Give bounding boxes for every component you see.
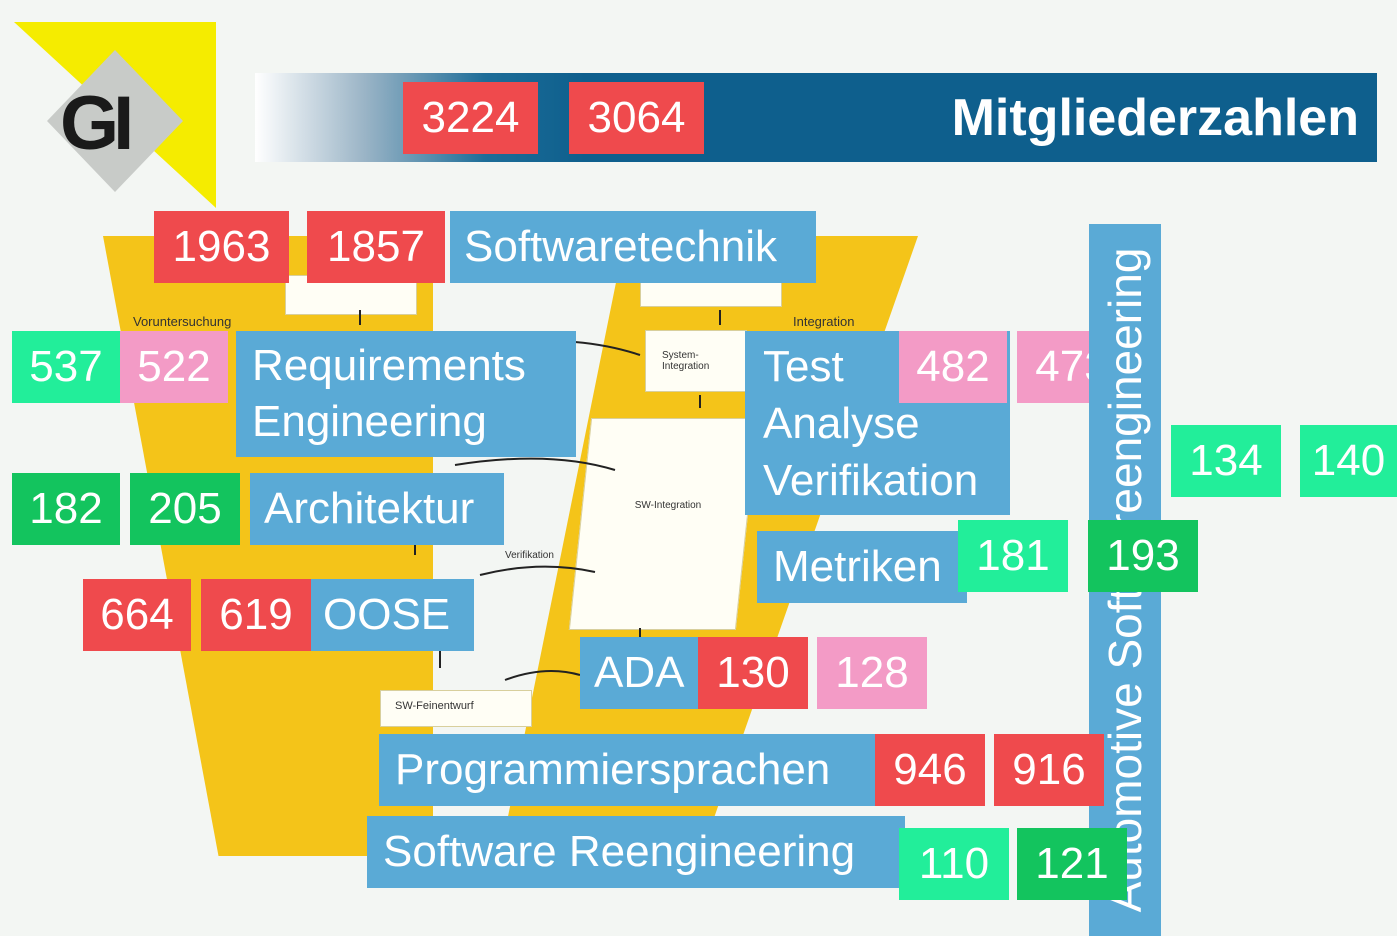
architektur-label: Architektur <box>250 473 504 545</box>
header-number-1: 3224 <box>403 82 538 154</box>
v-model-label: SW-Feinentwurf <box>395 700 474 712</box>
test-label-line-1: Test <box>763 341 844 391</box>
v-model-label: SW-Integration <box>634 500 702 511</box>
test-number-1: 482 <box>899 331 1007 403</box>
header-number-2: 3064 <box>569 82 704 154</box>
reengineering-label: Software Reengineering <box>367 816 905 888</box>
automotive-number-1: 134 <box>1171 425 1281 497</box>
v-model-box <box>380 690 532 727</box>
v-model-label: System-Integration <box>662 350 710 372</box>
softwaretechnik-number-2: 1857 <box>307 211 445 283</box>
test-label-line-2: Analyse <box>763 398 920 448</box>
architektur-number-2: 205 <box>130 473 240 545</box>
programmiersprachen-label: Programmiersprachen <box>379 734 879 806</box>
softwaretechnik-label: Softwaretechnik <box>450 211 816 283</box>
v-model-label: Voruntersuchung <box>133 314 232 329</box>
reengineering-number-2: 121 <box>1017 828 1127 900</box>
ada-label: ADA <box>580 637 700 709</box>
logo-text: GI <box>60 81 134 166</box>
architektur-number-1: 182 <box>12 473 120 545</box>
programmiersprachen-number-1: 946 <box>875 734 985 806</box>
oose-number-2: 619 <box>201 579 311 651</box>
metriken-number-2: 193 <box>1088 520 1198 592</box>
requirements-label: Requirements Engineering <box>236 331 576 457</box>
ada-number-2: 128 <box>817 637 927 709</box>
requirements-number-1: 537 <box>12 331 120 403</box>
requirements-number-2: 522 <box>120 331 228 403</box>
oose-number-1: 664 <box>83 579 191 651</box>
v-model-label: Verifikation <box>505 550 554 561</box>
v-model-box <box>645 330 747 392</box>
programmiersprachen-number-2: 916 <box>994 734 1104 806</box>
metriken-label: Metriken <box>757 531 967 603</box>
metriken-number-1: 181 <box>958 520 1068 592</box>
page-title: Mitgliederzahlen <box>951 88 1359 147</box>
requirements-label-line-1: Requirements <box>252 341 526 390</box>
automotive-number-2: 140 <box>1300 425 1397 497</box>
v-model-label: Integration <box>793 314 855 329</box>
softwaretechnik-number-1: 1963 <box>154 211 289 283</box>
ada-number-1: 130 <box>698 637 808 709</box>
requirements-label-line-2: Engineering <box>252 397 487 446</box>
oose-label: OOSE <box>311 579 474 651</box>
reengineering-number-1: 110 <box>899 828 1009 900</box>
test-label-line-3: Verifikation <box>763 455 979 505</box>
